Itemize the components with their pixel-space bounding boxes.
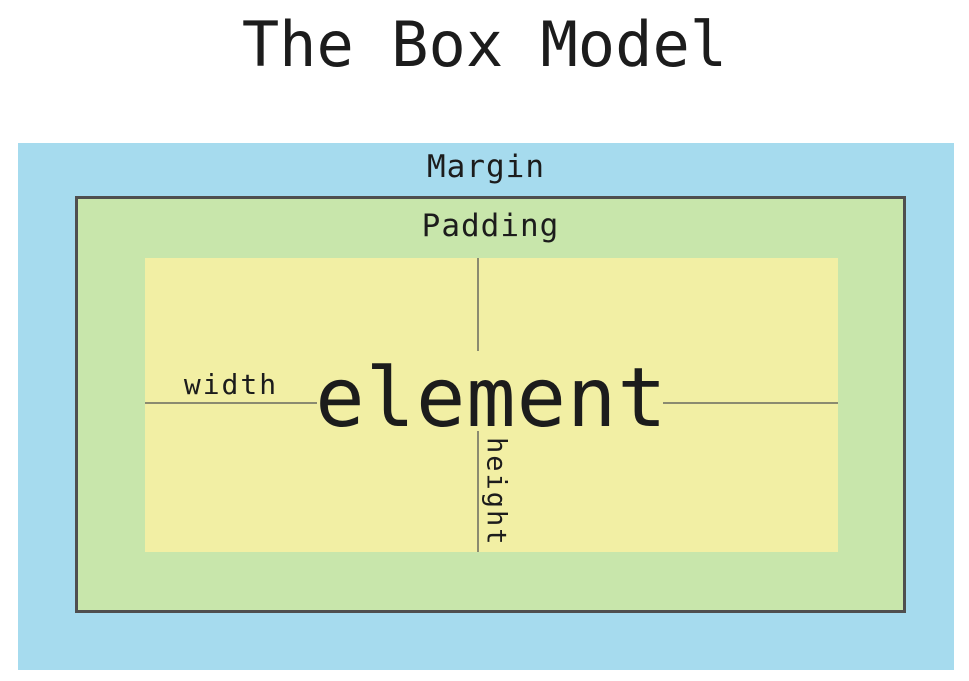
padding-box: Padding width element height bbox=[75, 196, 906, 613]
width-guide-line-right bbox=[663, 402, 838, 404]
height-guide-line-bottom bbox=[477, 431, 479, 552]
height-label: height bbox=[480, 436, 512, 547]
diagram-title: The Box Model bbox=[241, 8, 728, 81]
width-guide-line-left bbox=[145, 402, 317, 404]
margin-box: Margin Padding width element height bbox=[18, 143, 954, 670]
width-label: width bbox=[183, 368, 279, 401]
element-box: width element height bbox=[145, 258, 838, 552]
height-guide-line-top bbox=[477, 258, 479, 351]
margin-label: Margin bbox=[427, 149, 545, 185]
element-label: element bbox=[315, 351, 668, 446]
padding-label: Padding bbox=[421, 208, 560, 244]
